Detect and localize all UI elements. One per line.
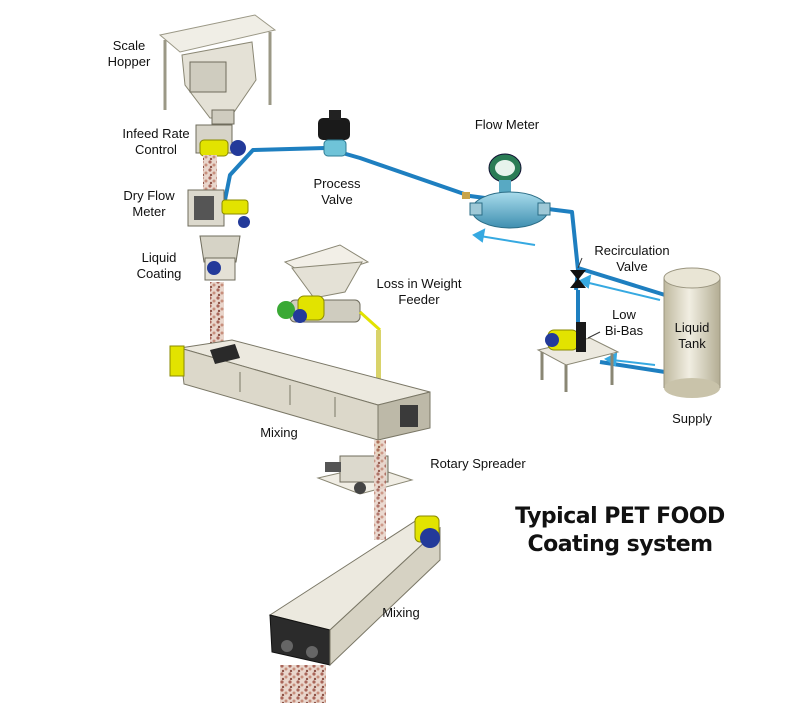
title-line-1: Typical PET FOOD xyxy=(515,504,725,529)
liquid-coating-graphic xyxy=(199,235,241,281)
upper-mixer-graphic xyxy=(169,339,431,441)
scale-hopper-graphic xyxy=(158,14,277,125)
lower-mixer-graphic xyxy=(268,515,441,667)
rotary-spreader-graphic xyxy=(316,455,414,495)
flow-meter-graphic xyxy=(469,153,551,229)
infeed-rate-control-graphic xyxy=(195,124,246,157)
dry-flow-meter-graphic xyxy=(187,189,250,228)
diagram-title: Typical PET FOOD Coating system xyxy=(505,503,735,559)
liquid-tank-graphic xyxy=(663,267,721,398)
recirculation-valve-graphic xyxy=(570,270,586,288)
process-valve-graphic xyxy=(318,110,350,157)
label-mixing-lower: Mixing xyxy=(382,605,420,620)
kibble-stream-outlet xyxy=(280,665,326,703)
kibble-stream-lower xyxy=(374,440,386,540)
label-mixing-upper: Mixing xyxy=(260,425,298,440)
label-flow-meter: Flow Meter xyxy=(474,117,540,132)
label-supply: Supply xyxy=(672,411,712,426)
loss-in-weight-feeder-graphic xyxy=(277,244,382,332)
label-leader-lines xyxy=(577,257,601,339)
title-line-2: Coating system xyxy=(527,532,713,557)
pump-skid-graphic xyxy=(536,322,620,392)
label-rotary-spreader: Rotary Spreader xyxy=(430,456,526,471)
kibble-stream-upper xyxy=(203,155,217,195)
kibble-stream-middle xyxy=(210,282,224,352)
